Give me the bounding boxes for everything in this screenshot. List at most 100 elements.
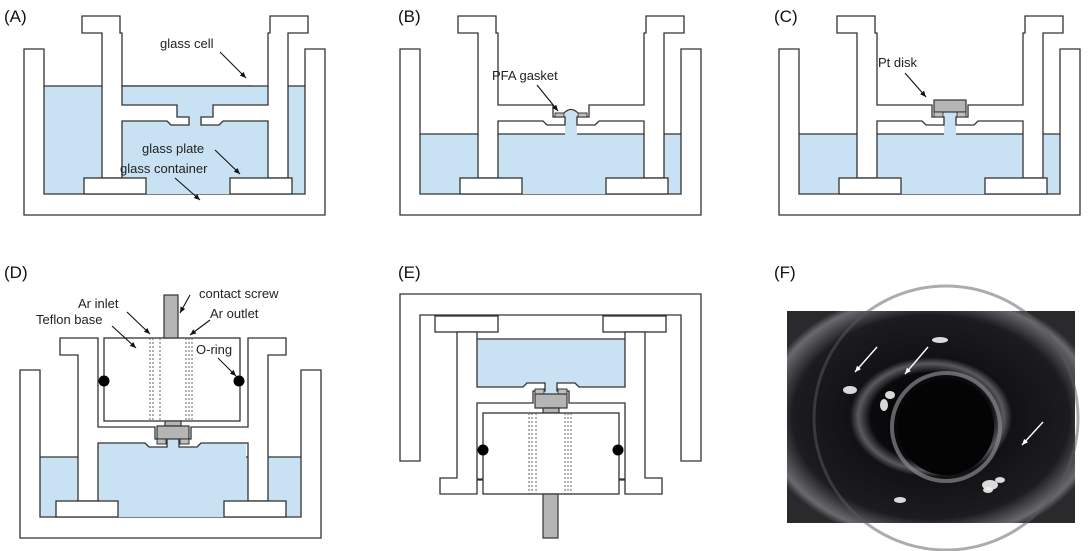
panel-d-diagram xyxy=(19,294,322,539)
panel-e-diagram xyxy=(399,293,702,539)
arrow-head xyxy=(239,71,246,78)
arrow-ar-outlet xyxy=(189,319,211,336)
glass-container-inverted xyxy=(399,293,702,462)
label-teflon-base: Teflon base xyxy=(36,312,103,327)
glass-cell-left xyxy=(439,331,546,495)
specular-highlight xyxy=(880,399,888,411)
glass-plate-left xyxy=(83,177,147,195)
arrow-shaft xyxy=(219,51,247,79)
panel-label-f: (F) xyxy=(774,263,796,282)
glass-cell-left xyxy=(59,337,168,502)
arrow-glass-plate xyxy=(214,149,241,175)
panel-label-a: (A) xyxy=(4,7,27,26)
electrolyte-hole xyxy=(189,105,201,135)
pfa-gasket-right xyxy=(557,388,568,395)
label-contact-screw: contact screw xyxy=(199,286,279,301)
specular-highlight xyxy=(885,391,895,399)
pt-disk xyxy=(534,393,568,409)
arrow-glass-container xyxy=(174,177,201,201)
panel-label-d: (D) xyxy=(4,263,28,282)
photo-arrow xyxy=(1021,421,1044,446)
arrow-head xyxy=(143,327,150,334)
glass-plate-right xyxy=(229,177,293,195)
label-pfa-gasket: PFA gasket xyxy=(492,68,558,83)
teflon-base xyxy=(482,412,620,495)
contact-screw xyxy=(163,294,179,339)
glass-cell-right xyxy=(955,15,1064,179)
panel-label-c: (C) xyxy=(774,7,798,26)
glass-plate-left xyxy=(838,177,902,195)
glass-cell-right xyxy=(200,15,309,179)
label-glass-cell: glass cell xyxy=(160,36,214,51)
label-glass-container: glass container xyxy=(120,161,208,176)
specular-highlight xyxy=(995,477,1005,483)
panel-label-e: (E) xyxy=(398,263,421,282)
photo-arrow xyxy=(904,346,929,375)
o-ring-right xyxy=(233,375,245,387)
pfa-gasket-left xyxy=(554,112,565,118)
pt-disk xyxy=(156,425,190,440)
arrow-head xyxy=(905,367,911,374)
panel-c-diagram xyxy=(778,15,1081,216)
label-pt-disk: Pt disk xyxy=(878,55,918,70)
electrolyte-hole xyxy=(565,111,577,141)
o-ring-right xyxy=(612,444,624,456)
glass-plate-right xyxy=(984,177,1048,195)
label-ar-outlet: Ar outlet xyxy=(210,306,259,321)
specular-highlight xyxy=(983,487,993,493)
arrow-head xyxy=(233,167,240,174)
arrow-ar-inlet xyxy=(126,311,151,335)
glass-cell-right xyxy=(556,331,663,495)
pfa-gasket-left xyxy=(534,388,545,395)
arrow-contact-screw xyxy=(179,294,191,314)
label-glass-plate: glass plate xyxy=(142,141,204,156)
arrow-head xyxy=(1022,438,1028,445)
label-ar-inlet: Ar inlet xyxy=(78,296,119,311)
glass-container xyxy=(399,48,702,216)
electrolyte-upper xyxy=(122,86,252,105)
inner-ring-highlight xyxy=(890,371,1002,483)
glass-plate-right xyxy=(602,315,667,333)
glass-container xyxy=(778,48,1081,216)
arrow-glass-cell xyxy=(219,51,247,79)
arrow-head xyxy=(552,104,558,111)
pfa-gasket-right xyxy=(577,112,588,118)
specular-highlight xyxy=(932,337,948,343)
contact-stub xyxy=(542,407,560,414)
pfa-gasket-right xyxy=(179,438,190,445)
glass-plate-left xyxy=(459,177,523,195)
contact-stub xyxy=(164,420,182,427)
arrow-head xyxy=(855,365,861,372)
meniscus xyxy=(563,108,579,114)
electrolyte-hole xyxy=(944,111,956,141)
arrow-head xyxy=(229,369,236,376)
teflon-base xyxy=(103,337,241,422)
contact-screw xyxy=(542,493,559,539)
glass-plate-left xyxy=(55,500,119,518)
label-o-ring: O-ring xyxy=(196,342,232,357)
outer-ring xyxy=(812,284,1080,551)
arrow-head xyxy=(193,194,200,200)
glass-cell-left xyxy=(836,15,945,179)
arrow-head xyxy=(190,329,197,335)
arrow-o-ring xyxy=(217,357,237,377)
specular-highlight xyxy=(894,497,906,503)
glass-plate-right xyxy=(605,177,669,195)
specular-highlight xyxy=(843,386,857,394)
glass-cell-right xyxy=(576,15,685,179)
glass-container xyxy=(19,369,322,539)
photo-arrow xyxy=(854,346,878,373)
glass-plate-left xyxy=(434,315,499,333)
glass-cell-left xyxy=(81,15,190,179)
o-ring-left xyxy=(477,444,489,456)
arrow-pt-disk xyxy=(904,72,927,98)
electrolyte-inner xyxy=(477,339,625,387)
pfa-gasket-left xyxy=(156,438,167,445)
panel-b-diagram xyxy=(399,15,702,216)
pfa-gasket-right xyxy=(956,111,967,118)
arrow-pfa-gasket xyxy=(536,84,559,112)
glass-cell-right xyxy=(178,337,287,502)
glass-container xyxy=(23,48,326,216)
arrow-head xyxy=(920,90,926,97)
